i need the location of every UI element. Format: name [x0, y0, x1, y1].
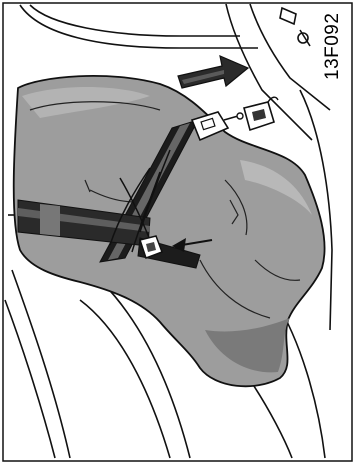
figure-code: 13F092 — [318, 6, 348, 86]
